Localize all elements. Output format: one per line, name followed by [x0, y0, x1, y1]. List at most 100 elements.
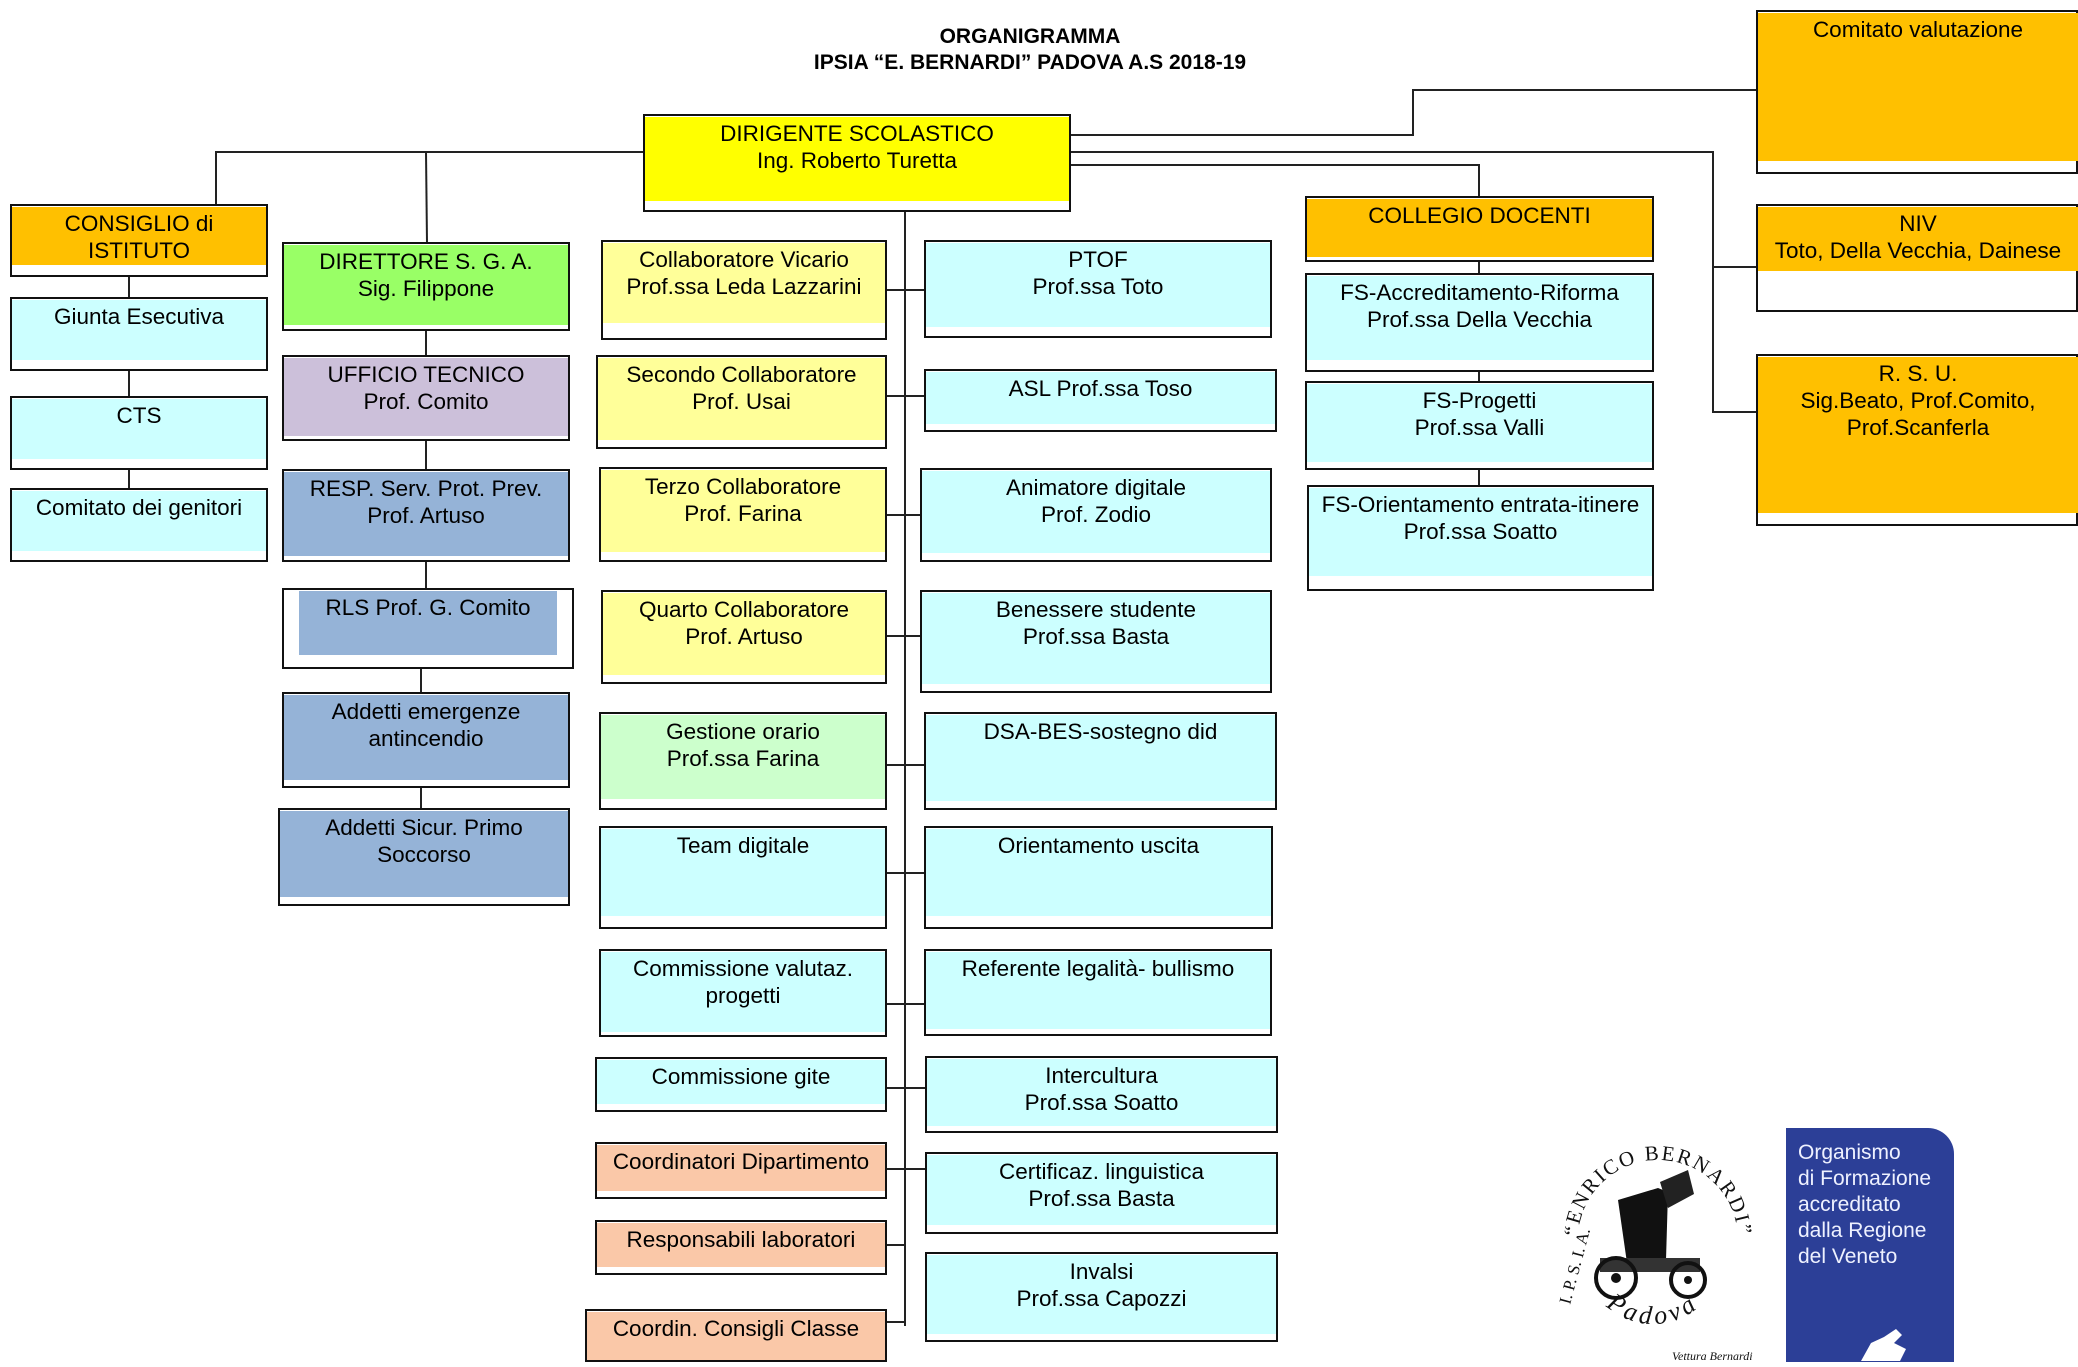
- node-label: Prof. Artuso: [367, 503, 485, 528]
- node-label: Secondo Collaboratore: [626, 362, 857, 387]
- node-label: CONSIGLIO di: [64, 211, 214, 236]
- node-fill: Coordinatori Dipartimento: [597, 1145, 885, 1191]
- node-label: CTS: [116, 403, 162, 428]
- node-orient-uscita: Orientamento uscita: [924, 826, 1273, 929]
- node-label: progetti: [705, 983, 781, 1008]
- node-label: FS-Accreditamento-Riforma: [1340, 280, 1619, 305]
- node-label: Soccorso: [377, 842, 471, 867]
- node-dsa: DSA-BES-sostegno did: [924, 712, 1277, 810]
- node-resp-serv: RESP. Serv. Prot. Prev.Prof. Artuso: [282, 469, 570, 562]
- school-logo: “ENRICO BERNARDI” I. P. S. I. A. Padova …: [1548, 1130, 1758, 1363]
- node-team-digitale: Team digitale: [599, 826, 887, 929]
- node-rsu: R. S. U.Sig.Beato, Prof.Comito,Prof.Scan…: [1756, 354, 2078, 526]
- chart-subtitle: IPSIA “E. BERNARDI” PADOVA A.S 2018-19: [813, 51, 1247, 74]
- node-label: Toto, Della Vecchia, Dainese: [1774, 238, 2062, 263]
- lion-icon: [1861, 1329, 1906, 1361]
- node-label: Coordin. Consigli Classe: [612, 1316, 860, 1341]
- node-fill: Referente legalità- bullismo: [926, 952, 1270, 1029]
- node-label: Prof. Usai: [692, 389, 791, 414]
- node-label: antincendio: [368, 726, 484, 751]
- node-comm-valutaz: Commissione valutaz.progetti: [599, 949, 887, 1037]
- node-label: Sig.Beato, Prof.Comito,: [1800, 388, 2036, 413]
- node-label: RLS Prof. G. Comito: [325, 595, 531, 620]
- node-label: Prof.ssa Farina: [666, 746, 820, 771]
- node-label: Benessere studente: [995, 597, 1197, 622]
- node-label: Addetti Sicur. Primo: [325, 815, 523, 840]
- node-collegio: COLLEGIO DOCENTI: [1305, 196, 1654, 262]
- node-fill: COLLEGIO DOCENTI: [1307, 199, 1652, 257]
- regione-line: dalla Regione: [1798, 1219, 1927, 1242]
- svg-text:Vettura Bernardi: Vettura Bernardi: [1672, 1349, 1753, 1362]
- node-label: Prof.Scanferla: [1846, 415, 1990, 440]
- node-label: Terzo Collaboratore: [644, 474, 842, 499]
- node-label: Addetti emergenze: [331, 699, 521, 724]
- node-resp-lab: Responsabili laboratori: [595, 1220, 887, 1275]
- node-label: Prof.ssa Basta: [1028, 1186, 1175, 1211]
- node-label: Prof.ssa Della Vecchia: [1366, 307, 1593, 332]
- regione-line: accreditato: [1798, 1193, 1901, 1216]
- node-label: Comitato valutazione: [1812, 17, 2024, 42]
- regione-line: Organismo: [1798, 1141, 1901, 1164]
- node-label: ISTITUTO: [87, 238, 191, 263]
- node-fill: DIRETTORE S. G. A.Sig. Filippone: [284, 245, 568, 325]
- node-label: Prof.ssa Valli: [1414, 415, 1545, 440]
- node-label: Gestione orario: [666, 719, 820, 744]
- node-label: COLLEGIO DOCENTI: [1368, 203, 1591, 228]
- node-fill: ASL Prof.ssa Toso: [926, 372, 1275, 424]
- node-coord-dip: Coordinatori Dipartimento: [595, 1142, 887, 1199]
- node-label: Referente legalità- bullismo: [961, 956, 1235, 981]
- node-giunta: Giunta Esecutiva: [10, 297, 268, 371]
- regione-veneto-badge: Organismo di Formazione accreditato dall…: [1786, 1128, 1954, 1362]
- node-genitori: Comitato dei genitori: [10, 488, 268, 562]
- node-label: Prof. Artuso: [685, 624, 803, 649]
- node-label: Prof.ssa Leda Lazzarini: [626, 274, 862, 299]
- node-label: RESP. Serv. Prot. Prev.: [309, 476, 543, 501]
- node-fill: CTS: [12, 399, 266, 459]
- node-coord-consigli: Coordin. Consigli Classe: [585, 1309, 887, 1362]
- chart-title: ORGANIGRAMMA: [939, 25, 1121, 48]
- node-fill: Responsabili laboratori: [597, 1223, 885, 1267]
- node-label: Quarto Collaboratore: [638, 597, 850, 622]
- node-label: ASL Prof.ssa Toso: [1008, 376, 1193, 401]
- node-fill: R. S. U.Sig.Beato, Prof.Comito,Prof.Scan…: [1758, 357, 2078, 513]
- node-label: Responsabili laboratori: [626, 1227, 856, 1252]
- node-label: Prof. Zodio: [1040, 502, 1152, 527]
- node-comitato-valutazione: Comitato valutazione: [1756, 10, 2078, 174]
- node-dsga: DIRETTORE S. G. A.Sig. Filippone: [282, 242, 570, 331]
- svg-text:I. P. S. I. A.: I. P. S. I. A.: [1556, 1226, 1595, 1306]
- node-fill: RESP. Serv. Prot. Prev.Prof. Artuso: [284, 472, 568, 556]
- node-fill: Orientamento uscita: [926, 829, 1271, 916]
- node-label: Comitato dei genitori: [35, 495, 243, 520]
- node-label: Team digitale: [676, 833, 810, 858]
- node-fill: RLS Prof. G. Comito: [299, 591, 557, 655]
- node-label: Giunta Esecutiva: [53, 304, 225, 329]
- node-label: Sig. Filippone: [357, 276, 495, 301]
- node-label: FS-Orientamento entrata-itinere: [1321, 492, 1640, 517]
- node-label: Prof.ssa Soatto: [1024, 1090, 1179, 1115]
